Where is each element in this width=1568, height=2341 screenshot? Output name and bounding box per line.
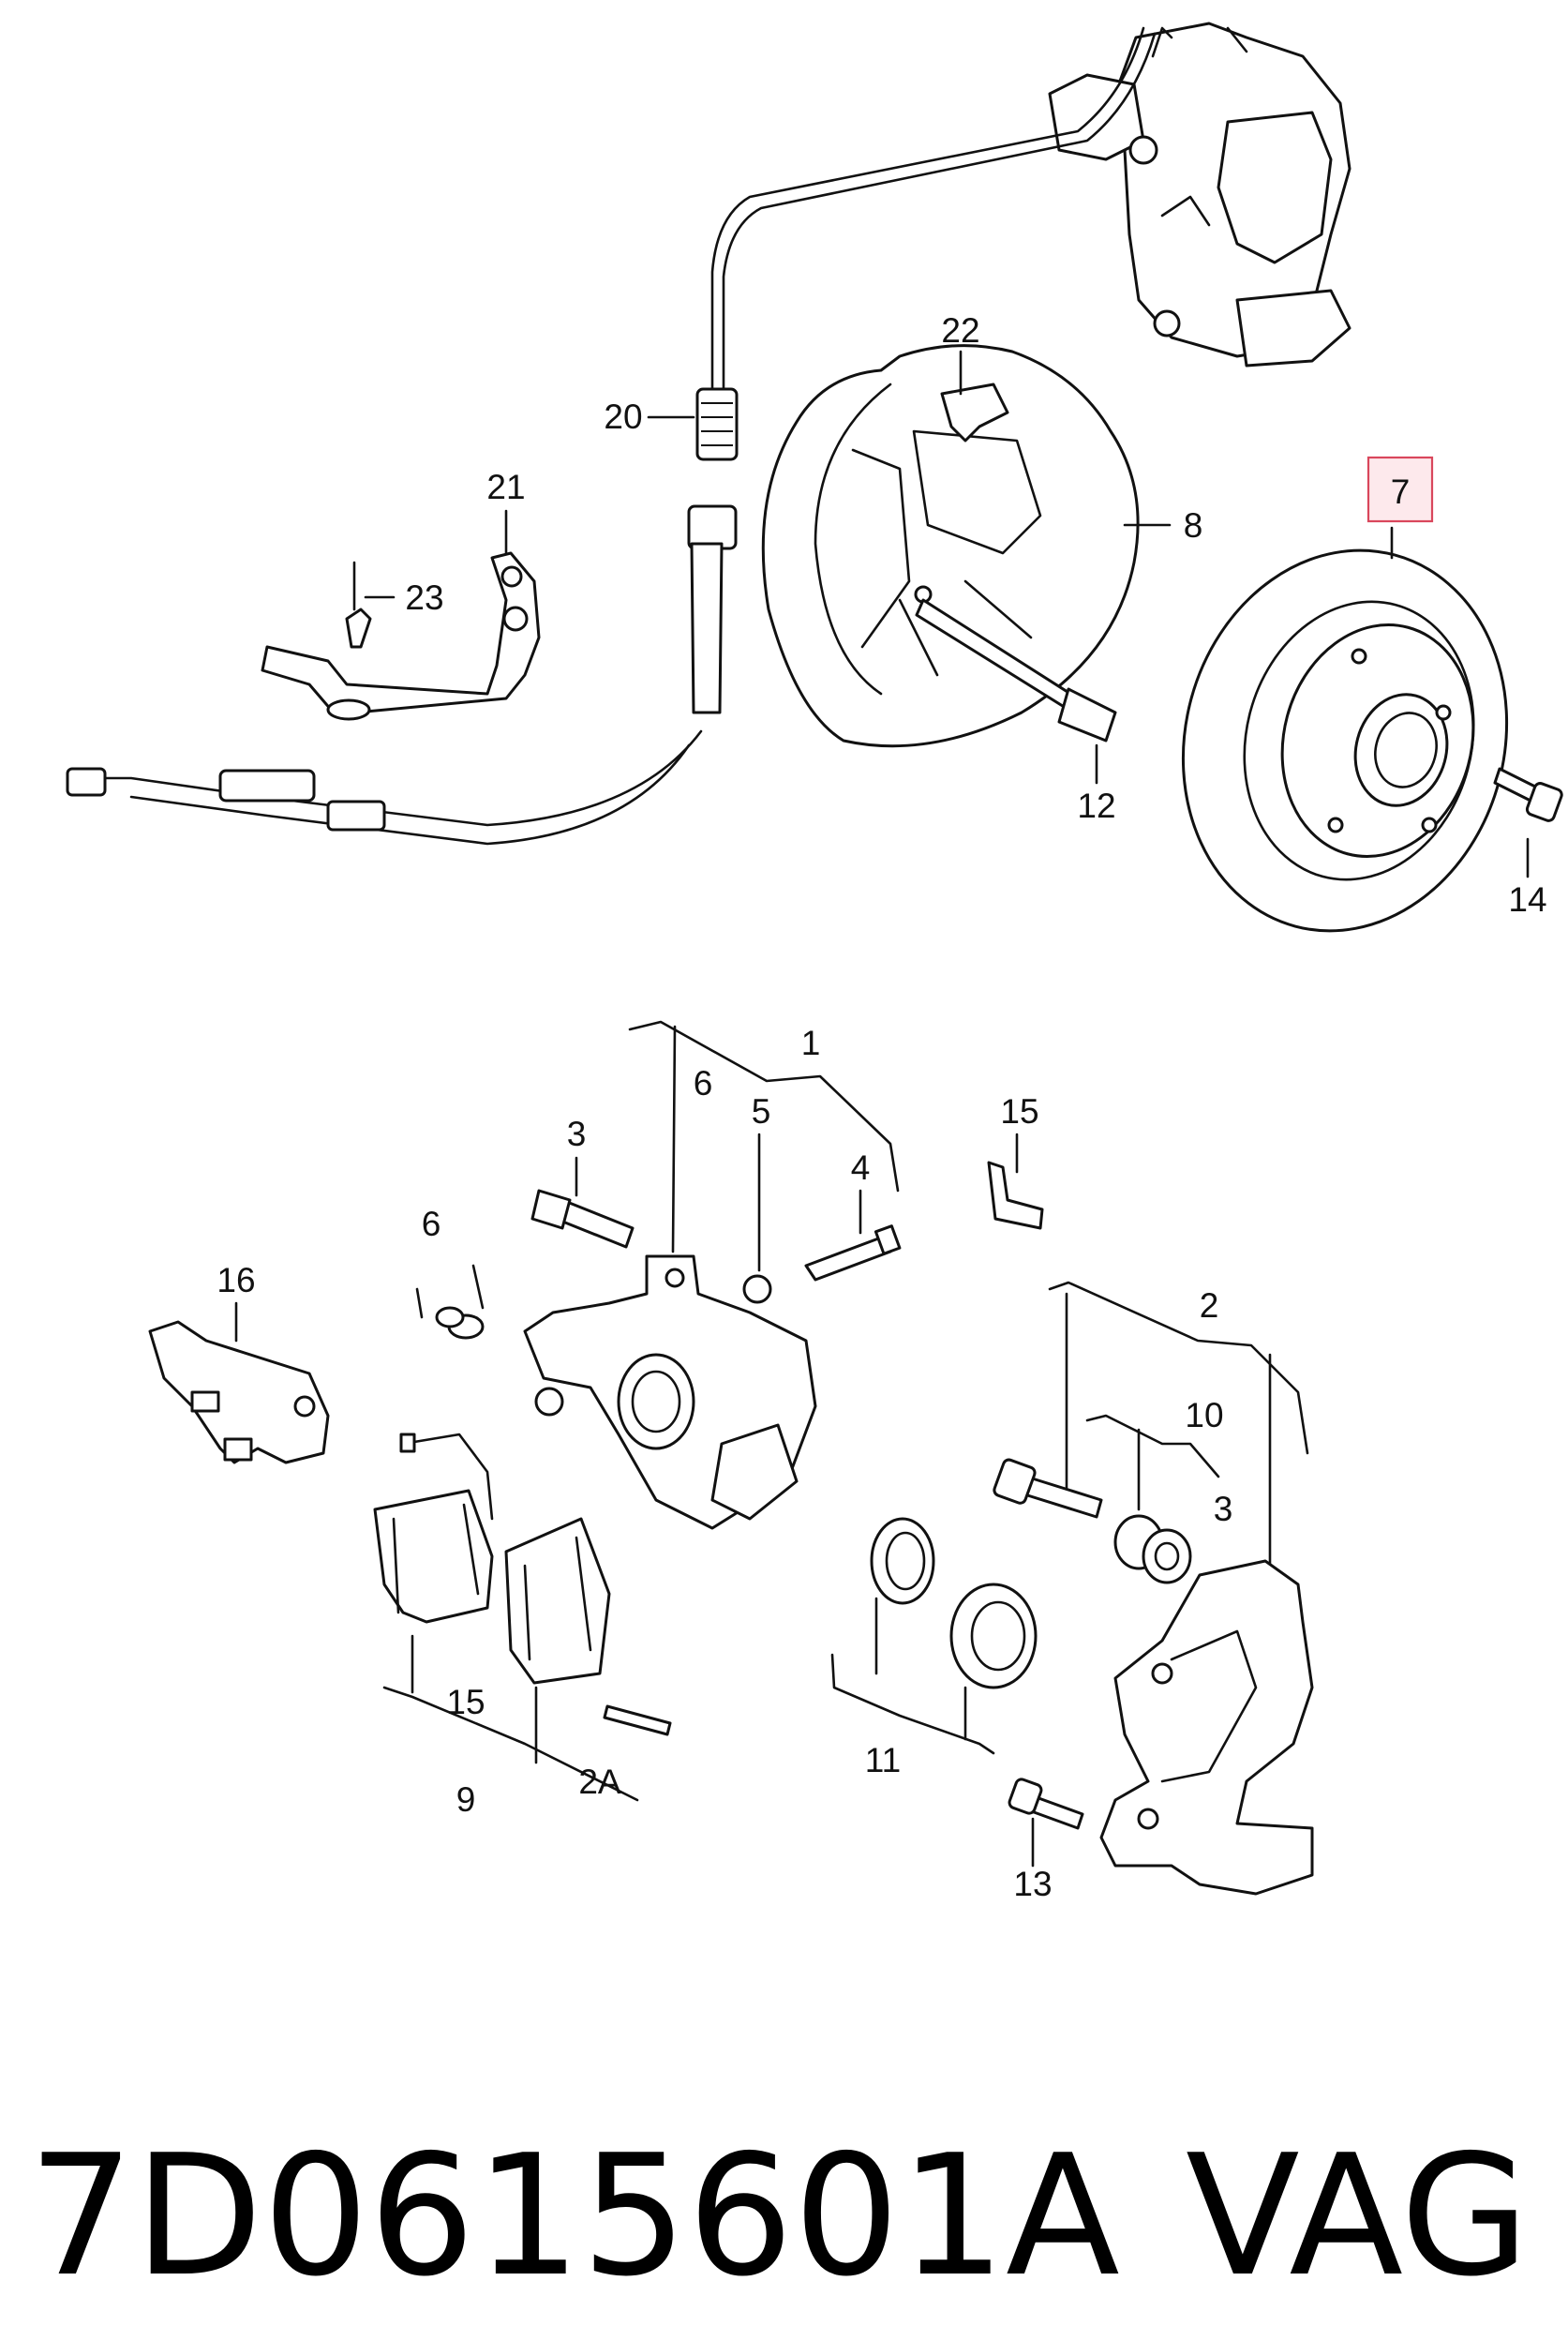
- bolt-3-upper: [530, 1189, 635, 1249]
- callout-11: 11: [865, 1741, 901, 1779]
- guide-bolt: [993, 1458, 1103, 1519]
- part-number: 7D0615601A: [28, 2119, 1120, 2313]
- callout-6-upper: 6: [694, 1064, 713, 1103]
- guide-bushing: [1113, 1514, 1192, 1584]
- callout-5: 5: [752, 1092, 771, 1131]
- seal-kit: [830, 1517, 1038, 1755]
- group-bracket-9: [382, 1686, 639, 1802]
- cable-bracket: [261, 551, 541, 721]
- brake-disc: [1181, 548, 1509, 933]
- callout-7: 7: [1391, 473, 1411, 511]
- retaining-clip: [940, 383, 1009, 443]
- bolt-12: [915, 598, 1117, 743]
- bleed-screw: [804, 1224, 902, 1282]
- callout-16: 16: [217, 1261, 255, 1299]
- caliper-carrier: [1099, 1559, 1314, 1896]
- brake-pads: [373, 1433, 611, 1685]
- highlight-box-7: [1366, 456, 1434, 523]
- callout-22: 22: [941, 311, 979, 350]
- callout-6-lower: 6: [422, 1205, 441, 1243]
- callout-10: 10: [1185, 1396, 1223, 1434]
- group-bracket-10: [1085, 1414, 1220, 1478]
- leader-2-verticals: [1065, 1292, 1272, 1596]
- dust-cap: [742, 1274, 772, 1304]
- callout-3-upper: 3: [567, 1115, 587, 1153]
- callout-13: 13: [1013, 1865, 1052, 1903]
- callout-2: 2: [1200, 1286, 1219, 1325]
- bolt-13: [1008, 1778, 1084, 1830]
- screw-14: [1493, 767, 1563, 822]
- dust-shield: [761, 344, 1140, 748]
- callout-4: 4: [851, 1148, 871, 1187]
- leader-15-left: [411, 1634, 538, 1764]
- callout-21: 21: [486, 468, 525, 506]
- leader-6-upper: [671, 1025, 677, 1253]
- callout-15-lower: 15: [446, 1683, 485, 1721]
- callout-2a: 2A: [578, 1763, 621, 1801]
- group-bracket-1: [628, 1020, 900, 1193]
- spring: [415, 1264, 485, 1340]
- callout-3-lower: 3: [1214, 1490, 1233, 1528]
- brake-cable: [66, 26, 1157, 846]
- callout-8: 8: [1184, 506, 1203, 545]
- callout-14: 14: [1508, 880, 1546, 919]
- wear-sensor-bracket: [148, 1320, 330, 1464]
- callout-12: 12: [1077, 787, 1115, 825]
- callout-15-top: 15: [1000, 1092, 1038, 1131]
- rear-caliper-assembly: [1048, 22, 1351, 368]
- pad-clip: [987, 1161, 1044, 1230]
- brand-name: VAG: [1186, 2119, 1530, 2313]
- callout-20: 20: [604, 398, 642, 436]
- group-bracket-2: [1048, 1281, 1309, 1455]
- caliper-housing: [523, 1254, 817, 1530]
- anti-rattle-clip: [603, 1704, 672, 1736]
- callout-1: 1: [801, 1024, 821, 1062]
- callout-23: 23: [405, 578, 443, 617]
- callout-9: 9: [456, 1780, 476, 1819]
